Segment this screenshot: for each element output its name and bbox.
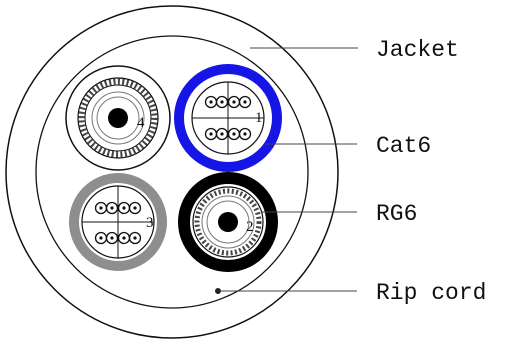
element-number-4: 4 (137, 115, 145, 131)
label-rg6: RG6 (376, 201, 417, 227)
element-number-2: 2 (246, 219, 254, 235)
element-number-3: 3 (146, 215, 154, 231)
coax-element-right: 2 (178, 172, 278, 272)
jacket-inner-circle (35, 35, 309, 309)
cat6-element-right: 1 (174, 64, 282, 172)
cat6-element-left: 3 (69, 173, 167, 271)
element-number-1: 1 (255, 110, 263, 126)
coax-center-conductor (218, 212, 238, 232)
jacket-outer-circle (5, 5, 339, 339)
coax-element-left: 4 (65, 65, 171, 171)
rip-cord-dot (215, 288, 221, 294)
label-jacket: Jacket (376, 37, 459, 63)
coax-center-conductor (108, 108, 128, 128)
label-rip-cord: Rip cord (376, 280, 486, 306)
label-cat6: Cat6 (376, 133, 431, 159)
